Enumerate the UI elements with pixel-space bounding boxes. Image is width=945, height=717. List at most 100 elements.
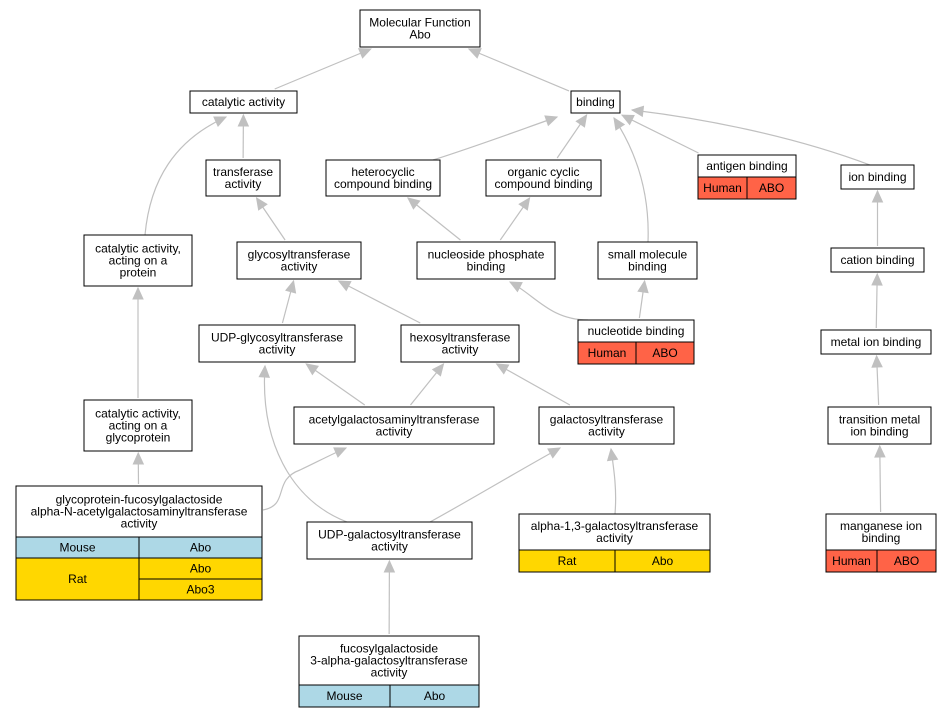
node-catGlyco-box (83, 399, 193, 452)
edge-glycoFuc-to-catGlyco (132, 451, 145, 485)
edge-acetylGal-to-udpGly (305, 363, 366, 406)
node-alpha13-species-label: Rat (558, 554, 577, 568)
node-manganese-label-line: manganese ion (840, 519, 922, 533)
node-nucleotide-gene-label: ABO (652, 346, 677, 360)
edge-glycoFuc-to-acetylGal-arrowhead (333, 447, 348, 458)
edge-glycosyl-to-transferase-arrowhead (255, 197, 268, 211)
node-fucosyl-label-line: activity (371, 666, 408, 680)
edge-glycoFuc-to-catGlyco-arrowhead (132, 451, 145, 465)
edge-antigen-to-binding-line (621, 114, 699, 154)
edge-nucleotide-to-nucPhos (508, 281, 589, 321)
node-metalIon: metal ion binding (820, 329, 932, 355)
edge-catGlyco-to-catProtein (132, 286, 144, 398)
edge-nucPhos-to-heterocyclic (407, 197, 461, 241)
node-catalytic-label-line: catalytic activity (202, 95, 285, 109)
node-nucleotide-label-line: nucleotide binding (588, 324, 685, 338)
node-nucleotide-gene-cell (635, 341, 695, 365)
edge-udpGal-to-galacto-arrowhead (547, 447, 562, 459)
node-catGlyco: catalytic activity,acting on aglycoprote… (83, 399, 193, 452)
node-catProtein-label-line: catalytic activity, (95, 242, 181, 256)
edge-udpGly-to-glycosyl-arrowhead (285, 279, 297, 294)
edge-antigen-to-binding-arrowhead (620, 114, 635, 126)
node-fucosyl-label-line: 3-alpha-galactosyltransferase (310, 654, 468, 668)
node-hexosyl-label-line: hexosyltransferase (410, 331, 511, 345)
node-hexosyl-label-line: activity (442, 343, 479, 357)
node-alpha13-box (518, 513, 711, 551)
node-cation: cation binding (830, 247, 925, 273)
node-heterocyclic-box (325, 159, 441, 197)
edge-galacto-to-hexosyl-arrowhead (495, 363, 510, 375)
node-mf-box (359, 9, 481, 48)
node-acetylGal-label-line: activity (376, 425, 413, 439)
edge-organic-to-binding (556, 114, 588, 159)
edge-transferase-to-catalytic (237, 113, 250, 159)
node-ion-box (840, 164, 915, 190)
node-glycoFuc-gene-label: Abo (190, 562, 212, 576)
edge-udpGal-to-galacto-line (429, 447, 561, 523)
edge-catProtein-to-catalytic (144, 116, 228, 236)
node-binding-label-line: binding (576, 95, 615, 109)
node-catProtein-label-line: protein (120, 266, 157, 280)
edge-fucosyl-to-udpGal-arrowhead (383, 559, 396, 573)
node-alpha13-label-line: activity (596, 531, 633, 545)
node-mf-label-line: Molecular Function (369, 16, 470, 30)
node-udpGal-box (306, 521, 473, 560)
node-catalytic: catalytic activity (189, 90, 298, 114)
node-alpha13-label-line: alpha-1,3-galactosyltransferase (531, 519, 699, 533)
node-mf-label-line: Abo (409, 28, 431, 42)
edge-ion-to-binding (630, 105, 871, 166)
edge-antigen-to-binding (620, 114, 699, 154)
node-smallMol-box (597, 241, 698, 280)
node-transferase-box (205, 159, 281, 197)
node-udpGly-box (198, 324, 356, 363)
node-fucosyl-gene-label: Abo (424, 689, 446, 703)
node-catGlyco-label-line: catalytic activity, (95, 407, 181, 421)
edge-heterocyclic-to-binding (432, 115, 559, 161)
edge-catProtein-to-catalytic-line (144, 116, 227, 236)
edge-acetylGal-to-hexosyl (410, 363, 445, 406)
edge-acetylGal-to-hexosyl-arrowhead (431, 363, 445, 377)
node-glycoFuc-label-line: alpha-N-acetylgalactosaminyltransferase (31, 505, 248, 519)
edge-hexosyl-to-glycosyl (337, 280, 421, 324)
node-organic-label-line: compound binding (494, 177, 592, 191)
node-catGlyco-label-line: acting on a (109, 419, 168, 433)
node-nucleotide-species-label: Human (588, 346, 627, 360)
edge-ion-to-binding-arrowhead (630, 105, 645, 118)
node-binding-box (570, 90, 621, 114)
edge-layer (132, 48, 886, 635)
node-antigen-label-line: antigen binding (706, 159, 787, 173)
edge-udpGal-to-udpGly-arrowhead (258, 364, 270, 378)
node-udpGly-label-line: activity (259, 343, 296, 357)
node-organic-box (485, 159, 602, 197)
node-galacto-label-line: activity (588, 425, 625, 439)
node-antigen-species-label: Human (703, 181, 742, 195)
edge-ion-to-binding-line (631, 109, 871, 166)
edge-transferase-to-catalytic-arrowhead (237, 113, 250, 127)
edge-nucPhos-to-organic-arrowhead (518, 197, 531, 211)
node-transferase-label-line: activity (225, 177, 262, 191)
edge-udpGal-to-udpGly-line (263, 365, 348, 523)
edge-smallMol-to-binding-arrowhead (613, 116, 626, 131)
node-transMetal-label-line: ion binding (850, 425, 908, 439)
edge-udpGal-to-galacto (429, 447, 562, 523)
node-smallMol-label-line: binding (628, 260, 667, 274)
node-ion: ion binding (840, 164, 915, 190)
edge-transMetal-to-metalIon (871, 354, 883, 406)
node-metalIon-box (820, 329, 932, 355)
node-glycoFuc-gene-label: Abo3 (186, 583, 214, 597)
edge-organic-to-binding-arrowhead (575, 114, 588, 128)
node-binding: binding (570, 90, 621, 114)
edge-catalytic-to-mf (274, 48, 372, 90)
node-manganese-species-label: Human (832, 554, 871, 568)
edge-manganese-to-transMetal (874, 444, 886, 513)
edge-nucleotide-to-smallMol (637, 279, 649, 319)
edge-catGlyco-to-catProtein-arrowhead (132, 286, 144, 300)
